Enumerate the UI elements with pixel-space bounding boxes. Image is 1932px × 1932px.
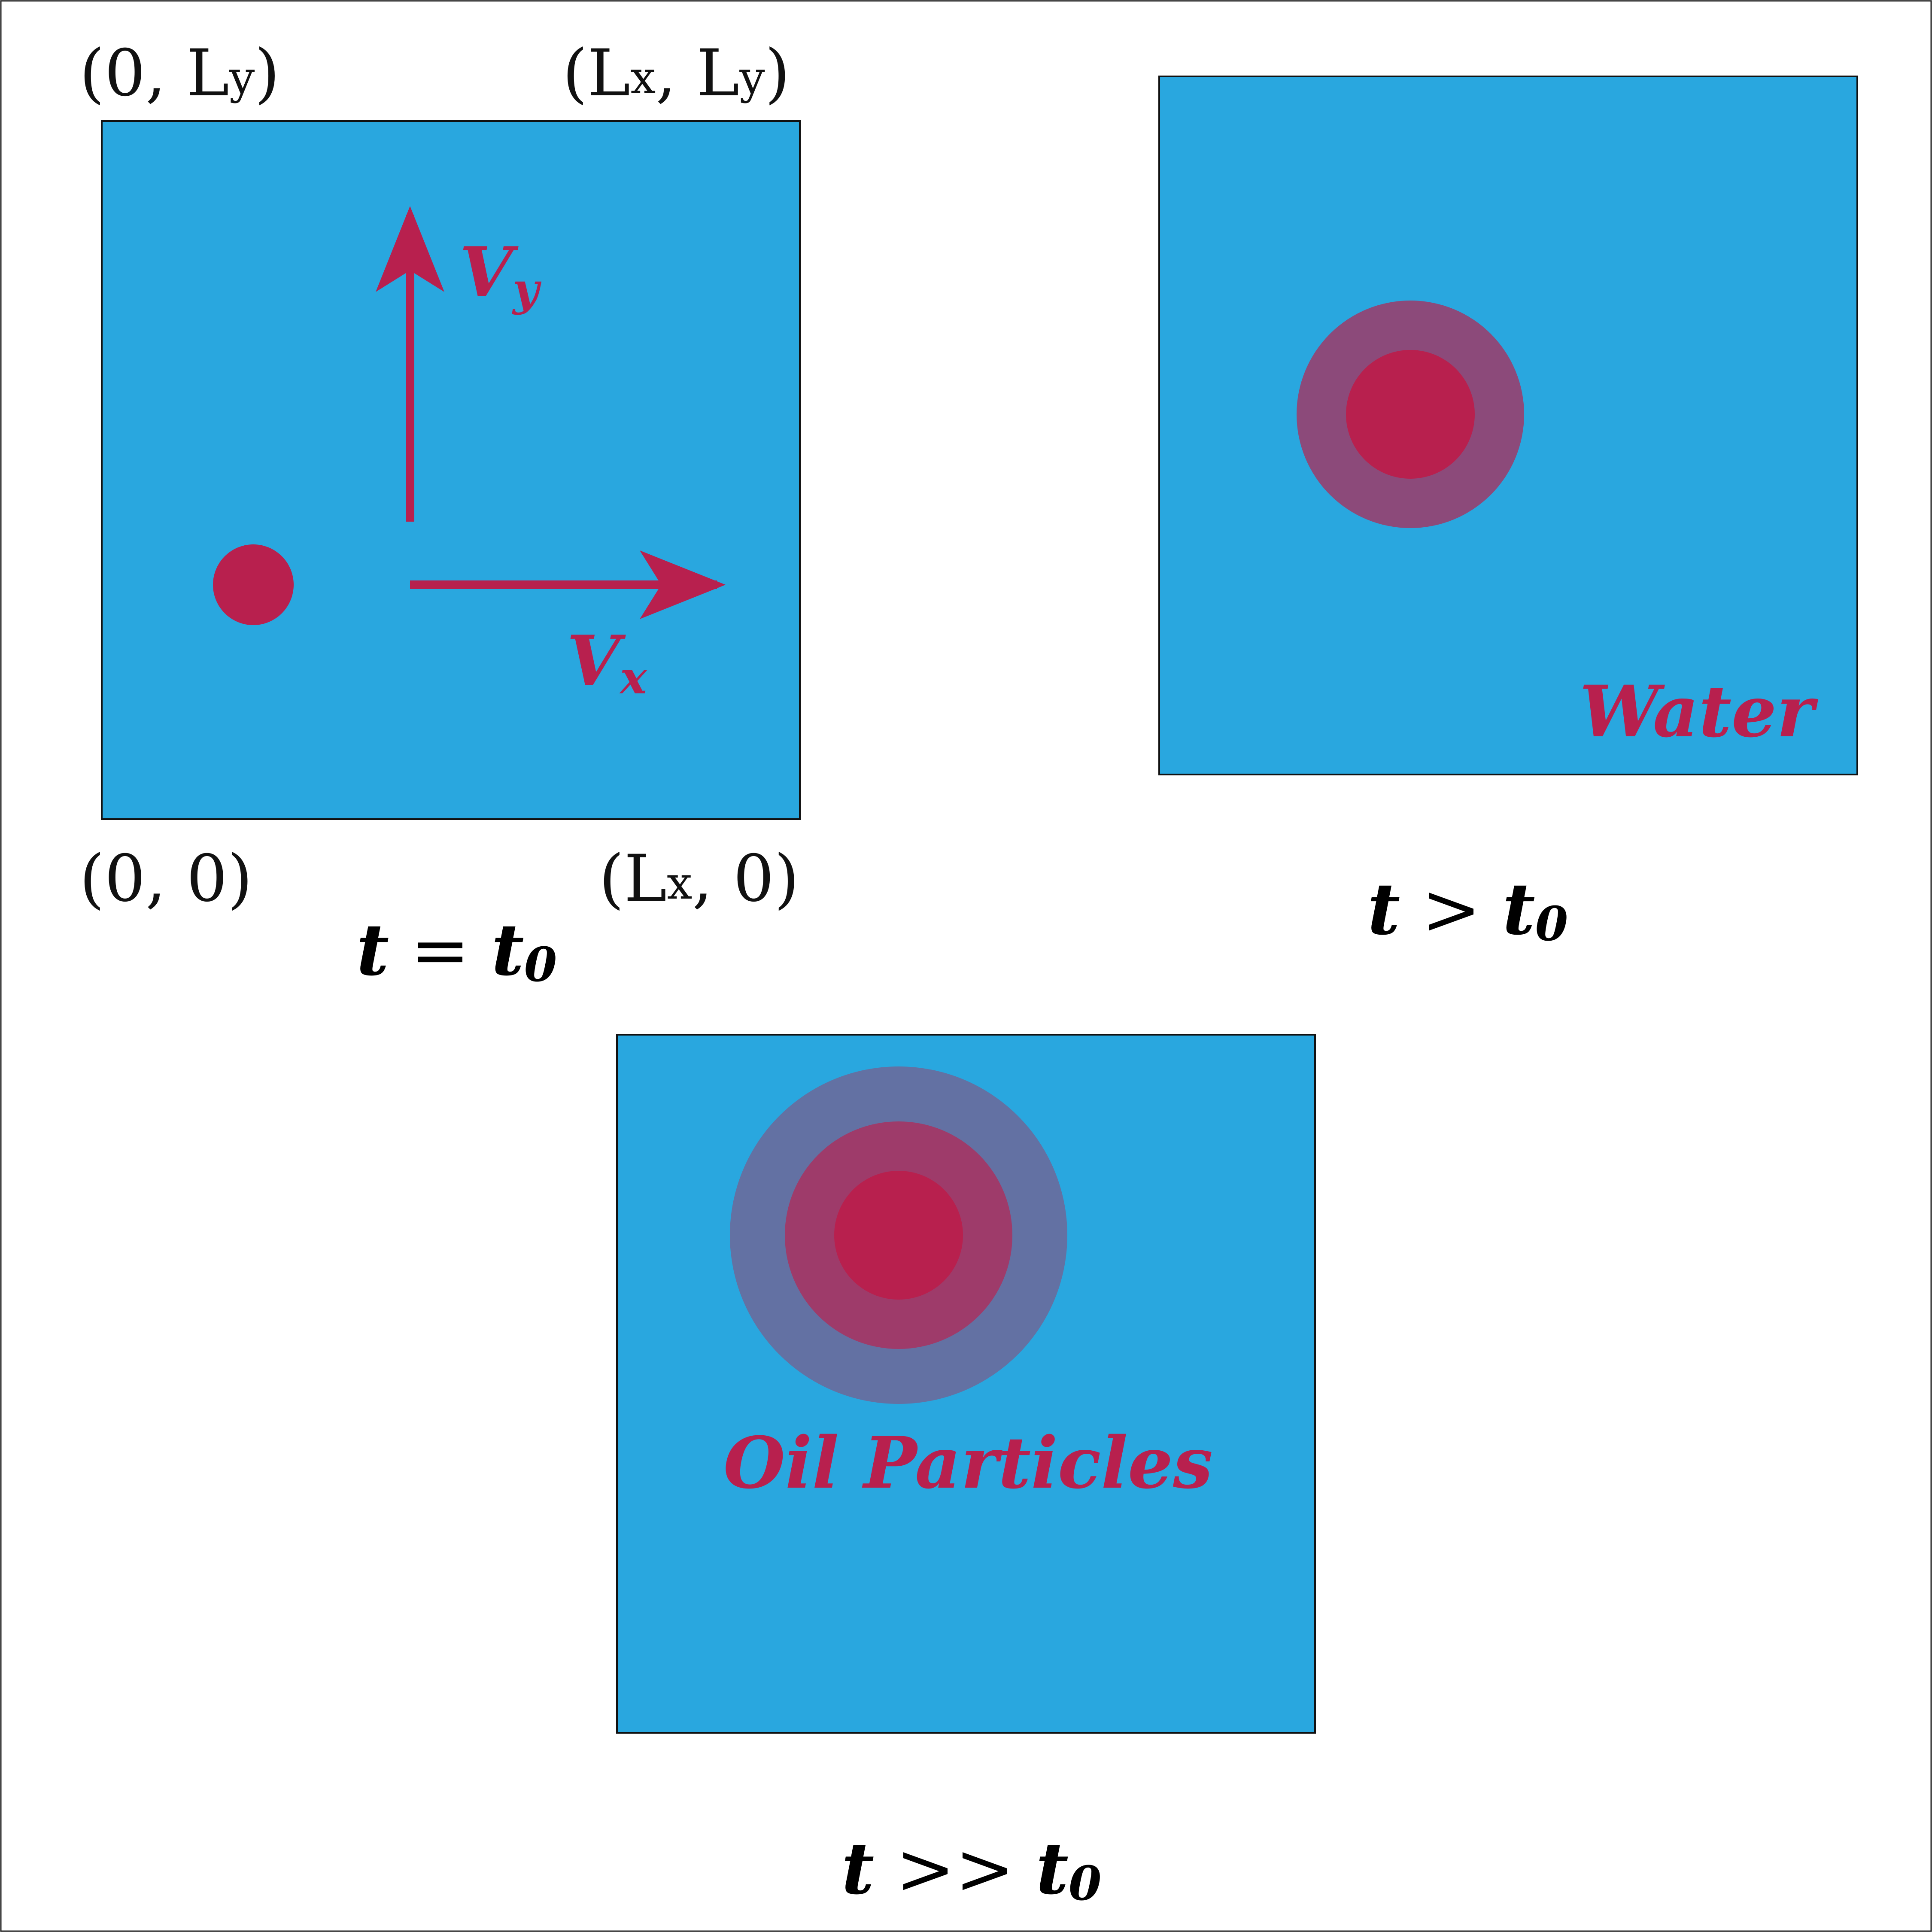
corner-bottom-left: (0, 0) <box>79 841 252 916</box>
time-label-t-greater-t0: t>t0 <box>1367 867 1568 951</box>
corner-top-left: (0, Ly) <box>79 36 280 111</box>
water-domain-1 <box>101 120 801 820</box>
time-label-t-equals-t0: t=t0 <box>356 908 557 992</box>
panel-t-much-greater-t0: Oil Particles t>>t0 <box>616 1034 1316 1911</box>
oil-core-2 <box>1346 350 1475 479</box>
oil-particles-label: Oil Particles <box>723 1421 1213 1504</box>
time-label-t-much-greater-t0: t>>t0 <box>841 1827 1102 1911</box>
corner-top-right: (Lx, Ly) <box>562 36 790 111</box>
oil-particle-initial <box>213 544 294 625</box>
panel-t-equals-t0: Vy Vx (0, Ly) (Lx, Ly) (0, 0) (Lx, 0) t=… <box>79 36 801 992</box>
vx-label: Vx <box>567 620 647 704</box>
vy-label: Vy <box>459 232 542 316</box>
corner-bottom-right: (Lx, 0) <box>599 841 799 916</box>
panel-t-greater-t0: Water t>t0 <box>1158 76 1858 951</box>
oil-core-3 <box>834 1171 963 1300</box>
water-label: Water <box>1580 670 1818 753</box>
